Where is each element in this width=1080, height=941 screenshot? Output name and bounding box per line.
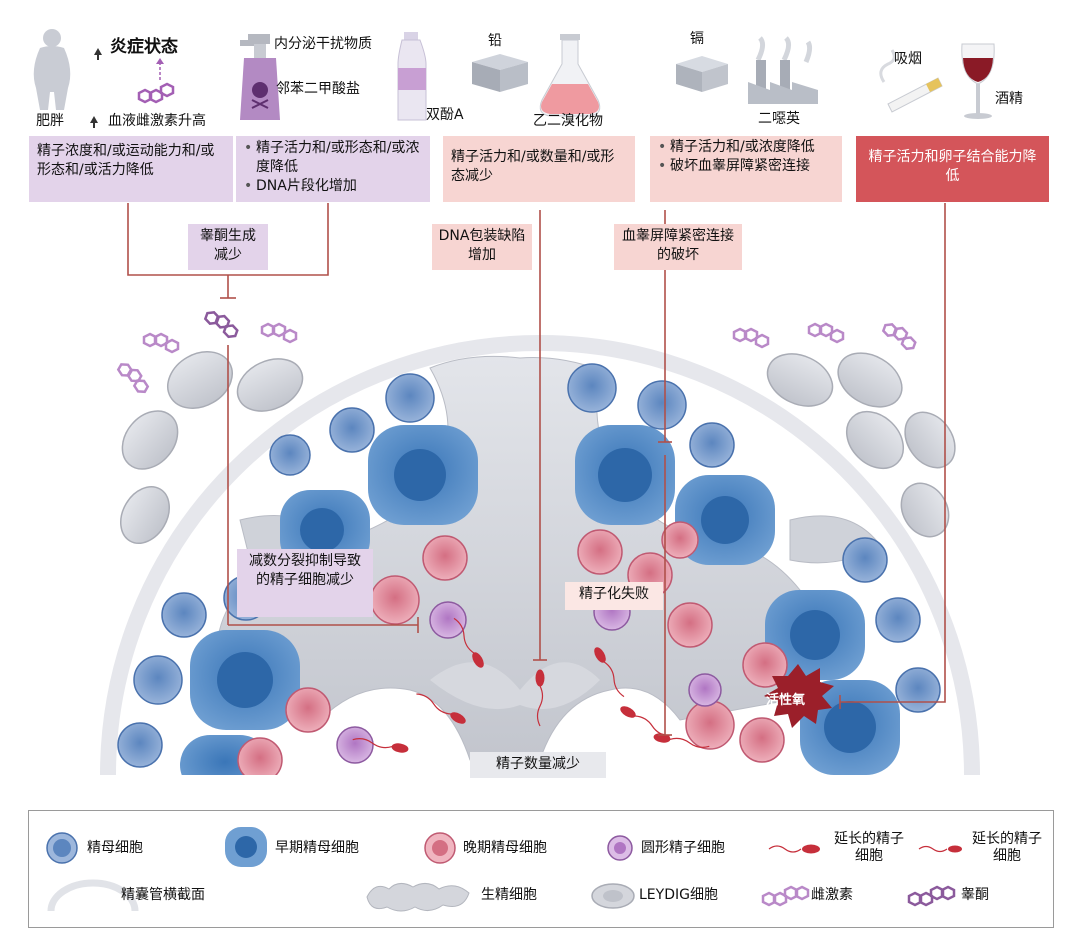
dioxin-label: 二噁英 [758,111,800,127]
effect-box-obesity: 精子浓度和/或运动能力和/或形态和/或活力降低 [29,136,233,202]
legend: 精母细胞 早期精母细胞 晚期精母细胞 圆形精子细胞 延长的精子细胞 延长的精子细… [28,810,1054,928]
estrogen-rise-icon [137,82,175,104]
connector-lines [127,203,946,736]
cigarette-icon [879,49,943,113]
spermatogonia [117,363,941,768]
estrogen-rise-label: 血液雌激素升高 [108,113,206,129]
legend-sertoli: 生精细胞 [481,887,537,903]
effect-item-dna: DNA片段化增加 [244,177,422,196]
elongating-spermatid-legend-icon-2 [918,845,962,853]
sertoli-legend-icon [366,883,470,912]
spray-bottle-icon [240,34,280,120]
elongating-spermatid-legend-icon [768,844,820,854]
testosterone-molecule [203,311,239,339]
estrogen-legend-icon [761,885,810,907]
legend-early-spermatocyte: 早期精母细胞 [275,840,359,856]
meiosis-tag: 减数分裂抑制导致的精子细胞减少 [237,549,373,617]
tubule-section-legend-icon [47,879,139,912]
smoking-label: 吸烟 [894,51,922,67]
testis-tubule-diagram [33,29,995,775]
effect-item-btb: 破坏血睾屏障紧密连接 [658,157,834,176]
round-spermatid-legend-icon [607,835,633,861]
phthalate-label: 邻苯二甲酸盐 [276,81,360,97]
effect-box-smoking: 精子活力和卵子结合能力降低 [856,136,1049,202]
effect-box-cadmium: 精子活力和/或浓度降低 破坏血睾屏障紧密连接 [650,136,842,202]
cadmium-block-icon [676,56,728,92]
btb-disruption-tag: 血睾屏障紧密连接的破坏 [614,224,742,270]
inflammation-label: 炎症状态 [110,37,178,57]
lead-block-icon [472,54,528,92]
estrogen-molecules [116,322,917,394]
testosterone-tag: 睾酮生成减少 [188,224,268,270]
effect-box-endocrine: 精子活力和/或形态和/或浓度降低 DNA片段化增加 [236,136,430,202]
late-spermatocyte-legend-icon [424,832,456,864]
legend-elongating-spermatid-2: 延长的精子细胞 [972,831,1042,864]
alcohol-label: 酒精 [995,91,1023,107]
legend-tubule-section: 精囊管横截面 [121,887,205,903]
legend-elongating-spermatid-1: 延长的精子细胞 [834,831,904,864]
obesity-icon [33,29,71,110]
leydig-legend-icon [591,883,635,909]
factory-icon [748,36,818,104]
effect-item-concentration: 精子活力和/或浓度降低 [658,138,834,157]
up-arrow-icons [90,48,102,128]
ros-burst [764,664,834,728]
ros-label: 活性氧 [766,693,806,708]
early-spermatocyte-legend-icon [225,827,267,867]
sperm-count-tag: 精子数量减少 [470,752,606,778]
spermiogenesis-tag: 精子化失败 [565,582,663,610]
obesity-label: 肥胖 [36,113,64,129]
early-spermatocytes [180,425,900,775]
lead-label: 铅 [488,33,502,49]
spermatogonia-legend-icon [46,832,78,864]
testosterone-legend-icon [907,885,956,907]
effect-item-motility: 精子活力和/或形态和/或浓度降低 [244,139,422,177]
dna-packing-tag: DNA包装缺陷增加 [432,224,532,270]
legend-round-spermatid: 圆形精子细胞 [641,840,725,856]
sperm-cells [352,617,710,753]
legend-testosterone: 睾酮 [961,887,989,903]
legend-estrogen: 雌激素 [811,887,853,903]
endocrine-disruptor-label: 内分泌干扰物质 [274,36,372,52]
legend-late-spermatocyte: 晚期精母细胞 [463,840,547,856]
cadmium-label: 镉 [690,31,704,47]
bpa-label: 双酚A [426,107,464,123]
legend-spermatogonia: 精母细胞 [87,840,143,856]
flask-icon [539,34,601,117]
wine-glass-icon [961,43,995,119]
legend-leydig: LEYDIG细胞 [639,887,718,903]
dibromo-label: 乙二溴化物 [533,113,603,129]
leydig-cells [120,351,956,544]
plastic-bottle-icon [397,32,427,121]
effect-box-lead: 精子活力和/或数量和/或形态减少 [443,136,635,202]
